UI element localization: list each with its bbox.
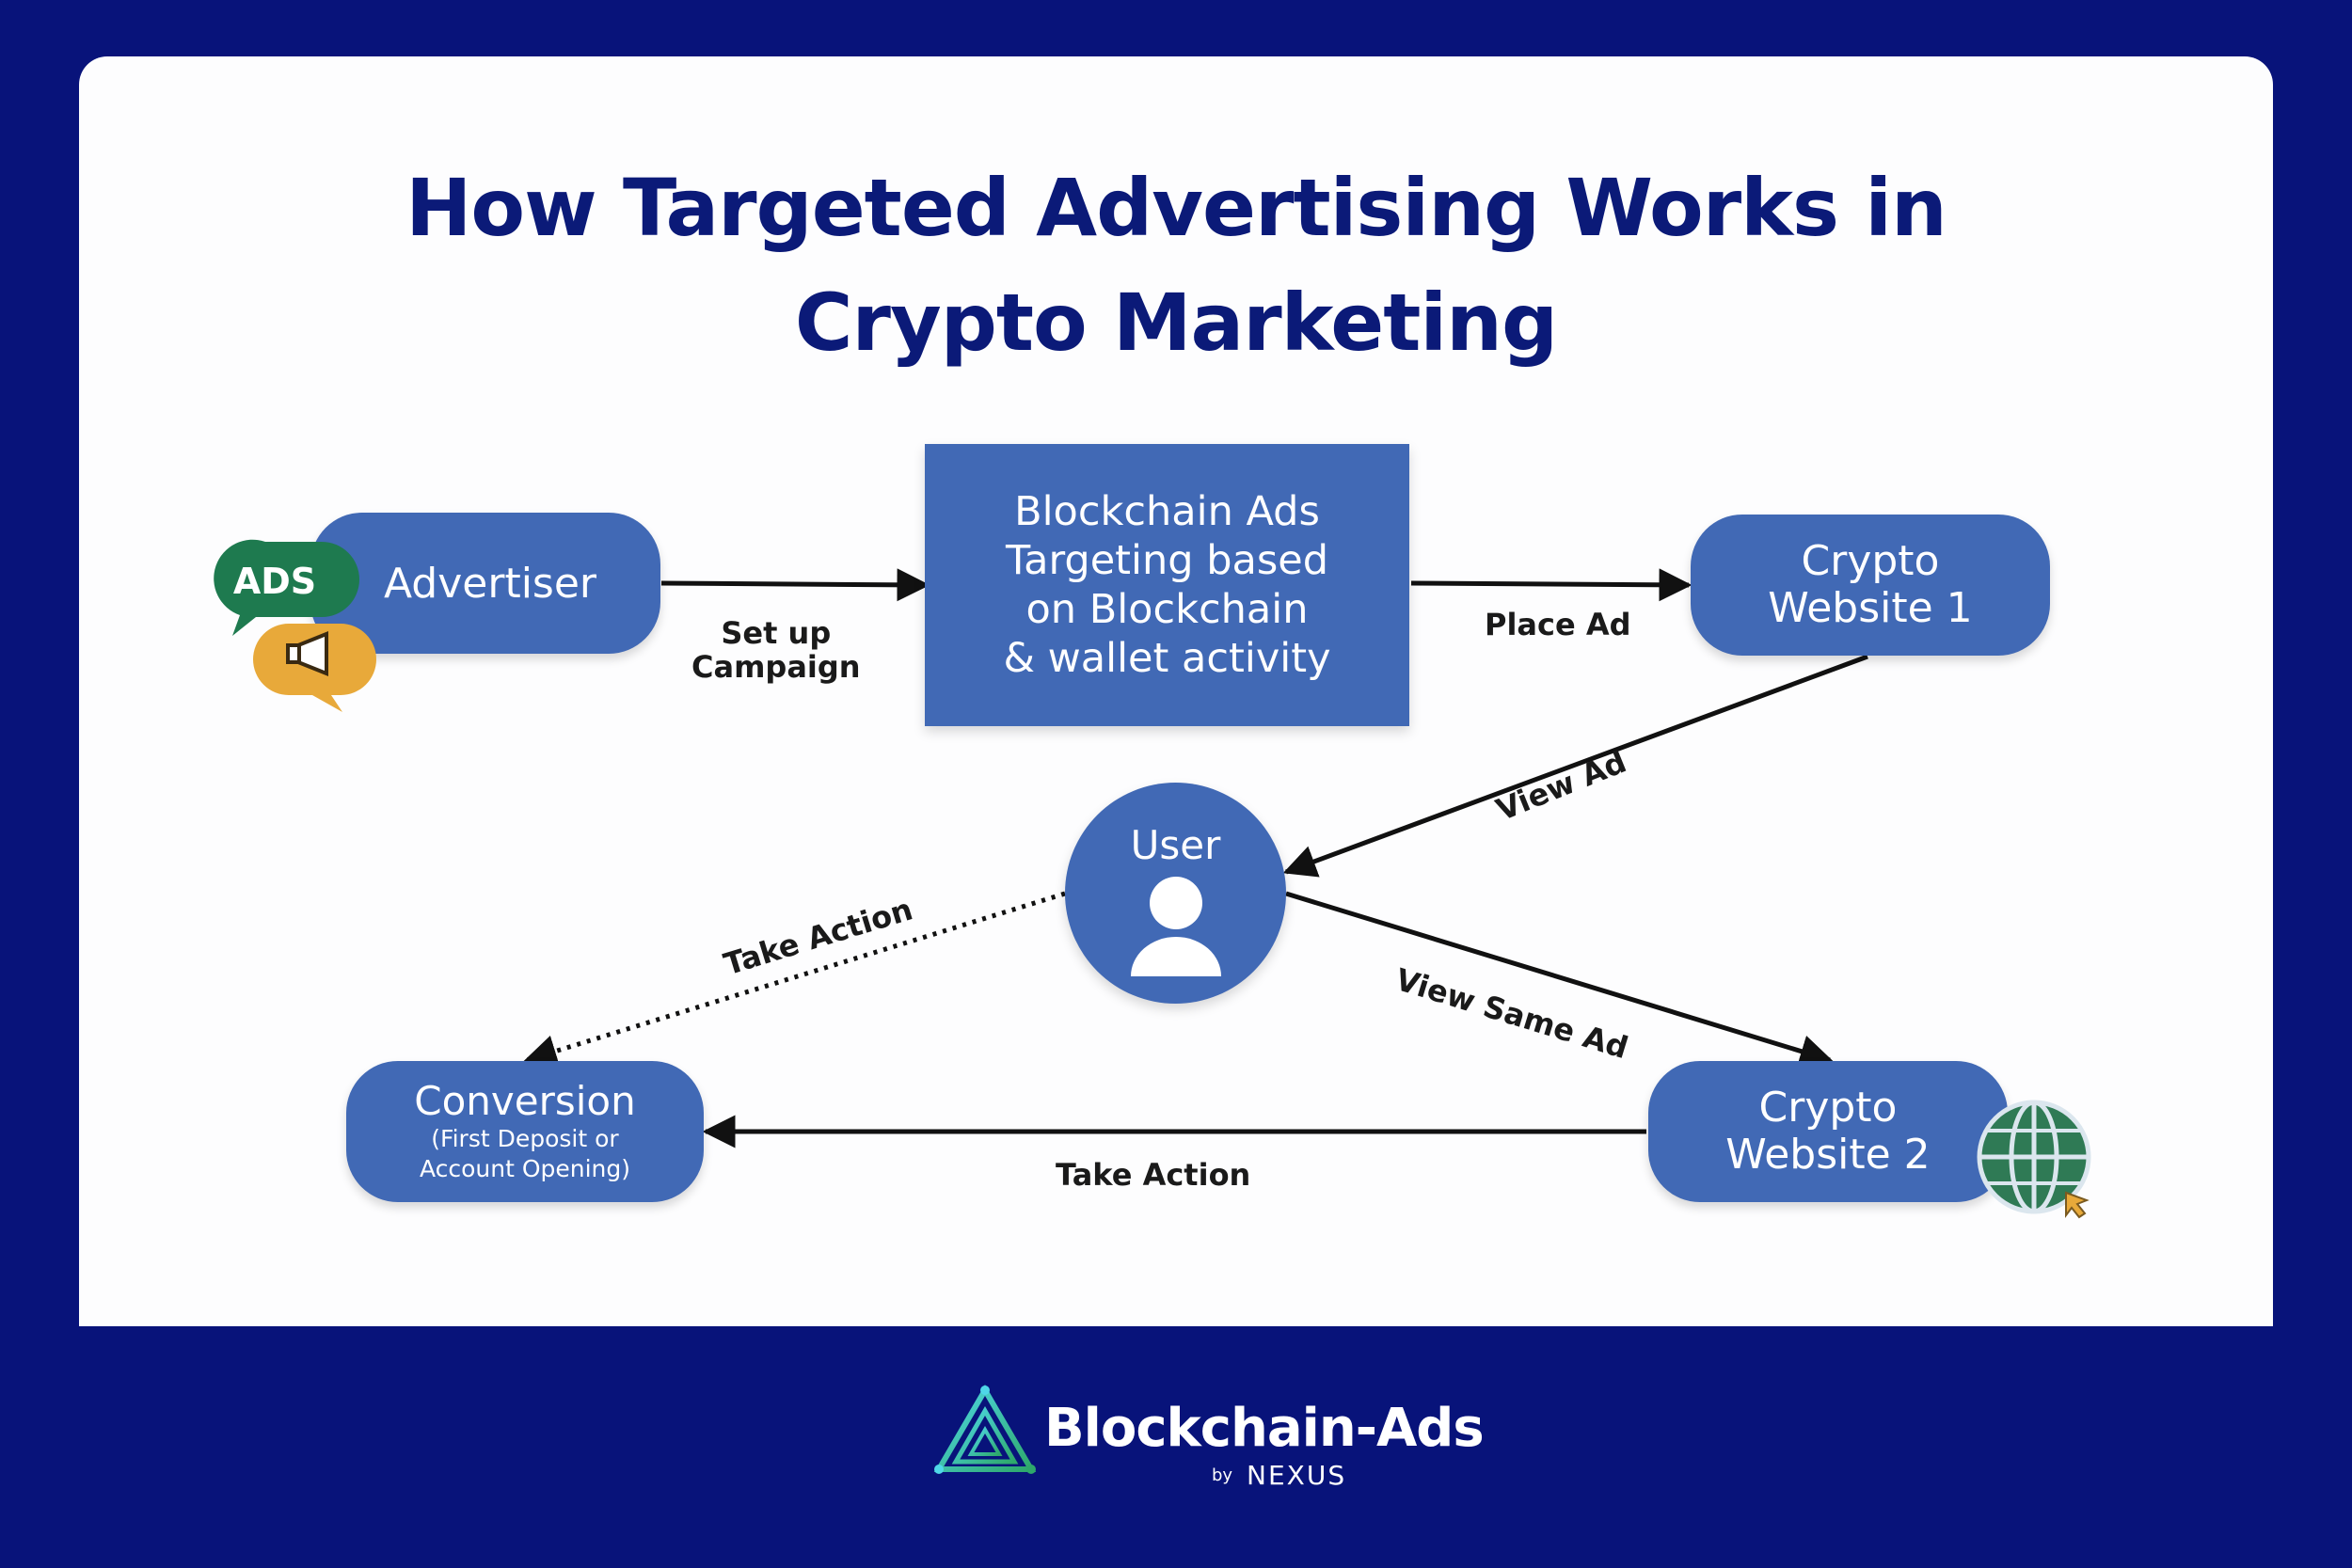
edge-label-setup-line-1: Set up [721,615,832,651]
conversion-detail-2: Account Opening) [419,1155,631,1182]
title-line-1: How Targeted Advertising Works in [405,162,1947,254]
arrow-setup-campaign [660,568,930,602]
blockchain-ads-logo-icon [933,1385,1037,1474]
conversion-title: Conversion [414,1078,636,1124]
site1-line-2: Website 1 [1768,584,1973,632]
arrow-take-action-dotted [523,891,1066,1068]
user-icon [1131,877,1221,976]
footer-partner: NEXUS [1247,1460,1347,1491]
site2-line-2: Website 2 [1725,1131,1931,1179]
arrow-place-ad [1410,568,1692,602]
footer-logo: Blockchain-Ads by NEXUS [931,1383,1485,1496]
box-line-4: & wallet activity [1003,635,1331,682]
conversion-detail-1: (First Deposit or [431,1125,619,1152]
site1-line-1: Crypto [1801,537,1940,585]
ads-megaphone-icon: ADS [214,539,376,712]
crypto-website-1-node: Crypto Website 1 [1691,515,2050,656]
globe-icon [1977,1100,2091,1219]
crypto-website-2-node: Crypto Website 2 [1648,1061,2008,1202]
advertiser-label: Advertiser [383,559,596,608]
box-line-1: Blockchain Ads [1014,488,1320,535]
arrow-view-same-ad [1285,891,1834,1068]
box-line-3: on Blockchain [1025,586,1309,633]
site2-line-1: Crypto [1758,1084,1898,1132]
footer-by: by [1212,1465,1233,1485]
box-line-2: Targeting based [1006,537,1328,584]
footer-brand: Blockchain-Ads [1044,1398,1485,1459]
arrow-view-ad [1282,654,1868,878]
user-node: User [1065,783,1286,1004]
blockchain-ads-targeting-box: Blockchain Ads Targeting based on Blockc… [925,444,1409,726]
edge-label-place-ad: Place Ad [1485,607,1631,642]
edge-label-setup-line-2: Campaign [691,649,861,685]
edge-label-setup-campaign: Set up Campaign [691,616,861,684]
ads-badge-text: ADS [233,561,316,602]
title-line-2: Crypto Marketing [794,277,1558,369]
advertiser-node: Advertiser [310,513,660,654]
edge-label-take-action: Take Action [1056,1157,1251,1193]
user-label: User [1130,822,1221,868]
page-title: How Targeted Advertising Works in Crypto… [0,150,2352,380]
conversion-node: Conversion (First Deposit or Account Ope… [346,1061,704,1202]
